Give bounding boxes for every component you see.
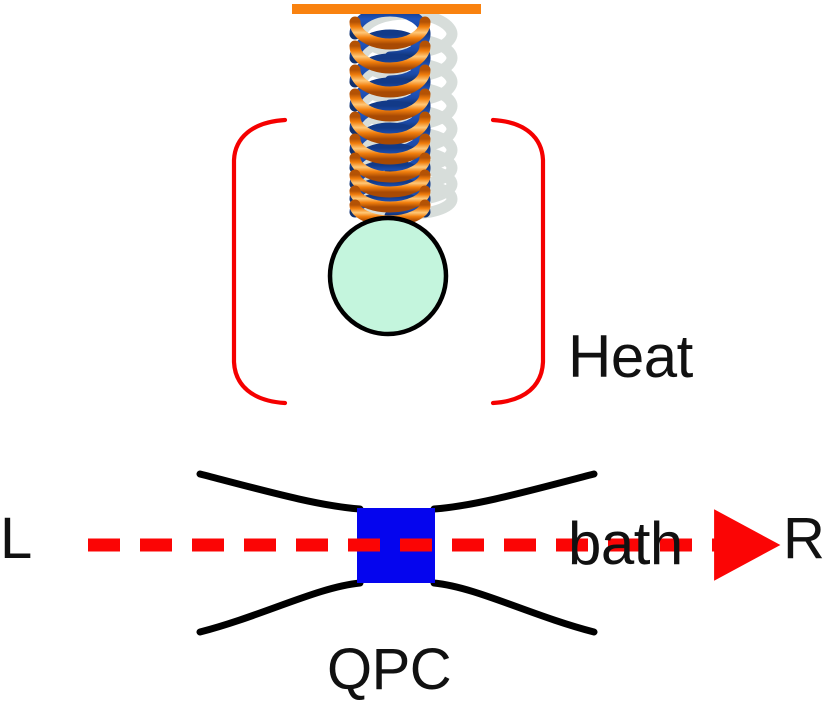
right-lead-label: R bbox=[783, 506, 825, 571]
heat-bath-label-line2: bath bbox=[568, 509, 683, 577]
oscillator-mass bbox=[327, 215, 449, 337]
qpc-barrier-top-right bbox=[430, 470, 598, 513]
qpc-barrier-top-left bbox=[196, 470, 364, 513]
qpc-barrier-bottom-right bbox=[430, 579, 598, 636]
heat-bath-bracket-left bbox=[231, 117, 288, 406]
heat-bath-label-line1: Heat bbox=[568, 322, 693, 390]
spring-front-coils bbox=[349, 16, 431, 227]
qpc-label: QPC bbox=[327, 637, 452, 702]
ceiling-bar bbox=[292, 4, 481, 14]
heat-bath-label: Heat bath bbox=[568, 201, 693, 700]
left-lead-label: L bbox=[0, 506, 32, 571]
qpc-barrier-bottom-left bbox=[196, 579, 364, 636]
heat-bath-bracket-right bbox=[490, 117, 546, 406]
